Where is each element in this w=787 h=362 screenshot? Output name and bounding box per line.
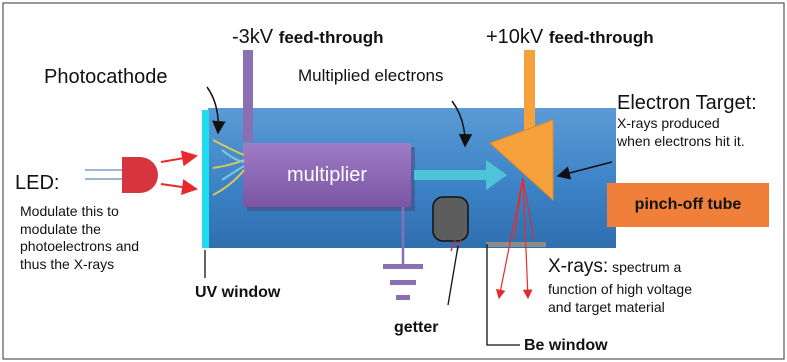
led-light-arrow [160,179,198,195]
getter-body [432,196,469,242]
target-pointer [556,161,613,180]
be-window-pointer [486,244,520,346]
led-body [122,157,158,193]
led-light-arrow [160,150,198,167]
getter-pointer [447,245,459,306]
xrays-desc-line: and target material [548,298,665,315]
ground-bar-2 [390,280,416,285]
photoelectron-path [212,139,245,156]
xray-ray [522,177,535,241]
be-window [486,242,546,247]
electron-beam-arrow [414,160,507,190]
minus-kv-value: -3kV [232,26,274,48]
label-photocathode: Photocathode [44,66,168,88]
led-desc-line: modulate the [20,220,101,237]
label-electron-target: Electron Target: [617,92,757,114]
label-be-window: Be window [524,337,608,354]
minus-feed-label: feed-through [278,28,384,47]
xrays-desc-line: spectrum a [612,259,682,275]
plus-feed-label: feed-through [548,28,654,47]
xray-ray [513,177,524,241]
getter-lead [450,239,456,252]
label-pinch-off-tube: pinch-off tube [607,183,769,227]
multiplier-block [243,143,411,207]
xray-produced-line: X-rays produced [617,115,720,131]
xrays-line-1: X-rays: spectrum a [548,255,692,280]
label-uv-window: UV window [195,284,281,301]
photoelectron-path [221,149,245,163]
photoelectron-path [221,165,245,181]
uv-window [202,110,209,248]
led-desc-line: photoelectrons and [20,238,140,254]
led-desc-line: Modulate this to [20,203,119,219]
xrays-head: X-rays: [548,256,609,277]
label-minus-kv: -3kV feed-through [232,26,384,48]
led-desc-line: thus the X-rays [20,255,115,272]
label-getter: getter [394,319,439,336]
xray-produced-line: when electrons hit it. [617,132,745,149]
label-xrays: X-rays: spectrum a function of high volt… [548,255,692,316]
label-plus-kv: +10kV feed-through [486,26,654,48]
label-multiplied-electrons: Multiplied electrons [298,66,444,85]
electron-target [489,119,554,202]
minus-feedthrough [243,50,253,142]
plus-feedthrough [524,50,535,136]
photoelectron-path [212,169,245,196]
label-multiplier: multiplier [286,163,368,186]
label-led: LED: [15,172,60,194]
xray-ray [522,177,533,300]
label-xray-produced: X-rays produced when electrons hit it. [617,115,745,150]
label-led-desc: Modulate this to modulate the photoelect… [20,203,139,273]
ground-bar-1 [383,264,423,269]
plus-kv-value: +10kV [486,26,544,48]
photocathode-pointer [206,86,226,135]
xray-ray [495,177,524,300]
xrays-desc-line: function of high voltage [548,280,692,297]
ground-bar-3 [396,295,410,300]
multiplied-pointer [451,100,473,148]
